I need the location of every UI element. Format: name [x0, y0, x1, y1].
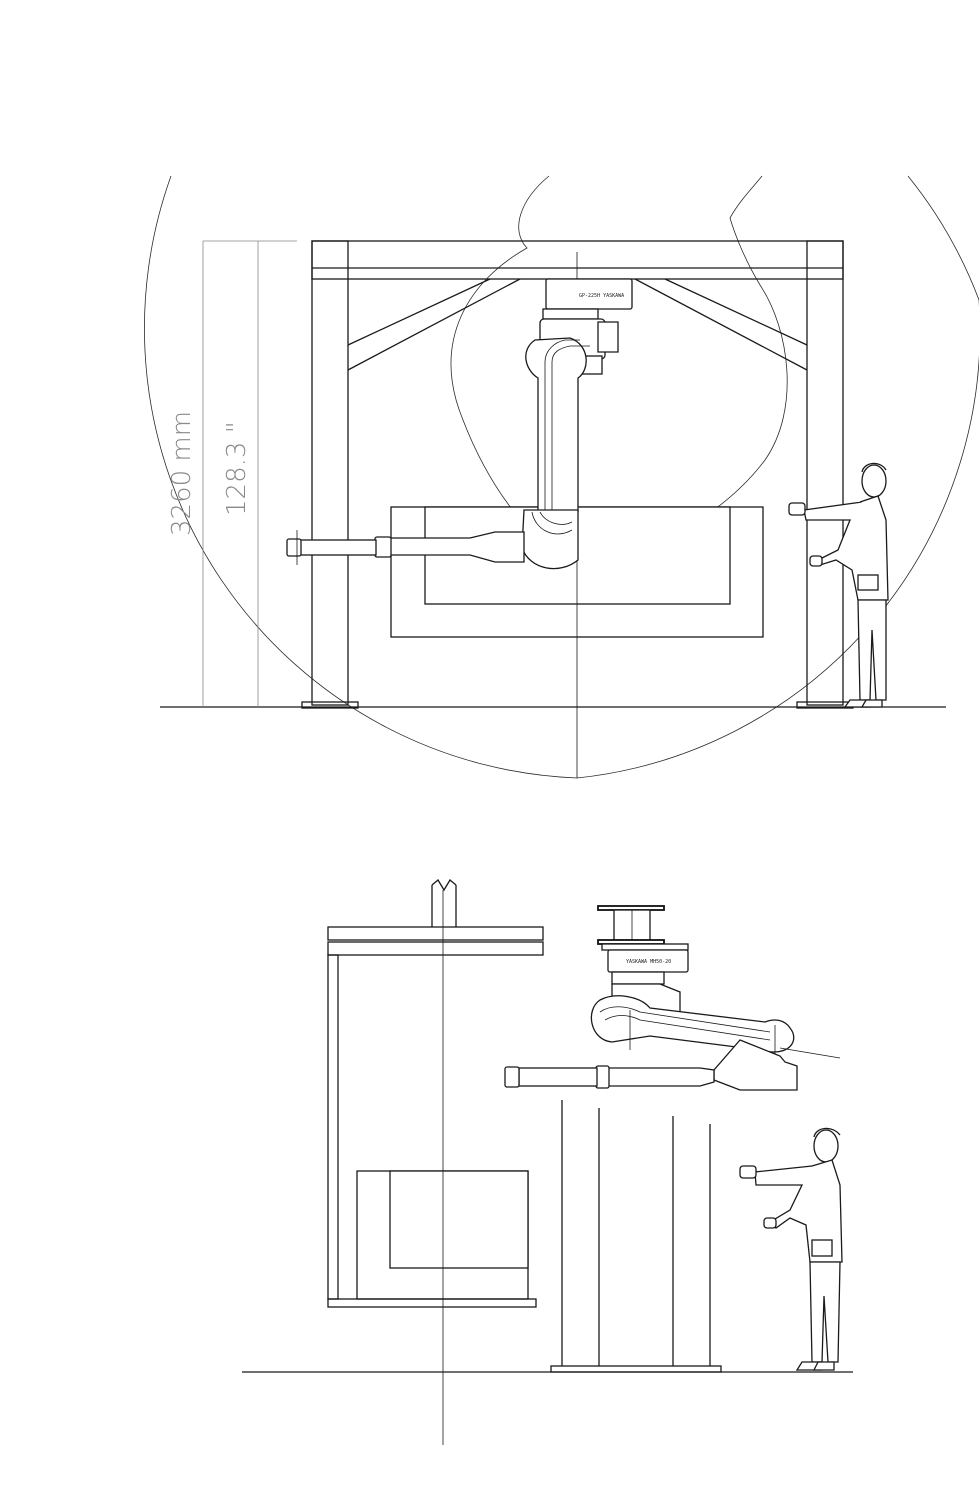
top-elevation-view: 3260 mm 128.3 " GP-225H YASKAWA	[144, 175, 979, 779]
dimension-imperial: 128.3 "	[222, 421, 252, 516]
robot-bottom: YASKAWA MH50-20	[504, 905, 841, 1091]
robot-pedestal	[550, 1100, 722, 1373]
robot-top: GP-225H YASKAWA	[286, 278, 633, 570]
gantry-frame	[301, 240, 854, 709]
robot-model-bottom: YASKAWA MH50-20	[626, 959, 671, 965]
operator-figure-bottom	[739, 1127, 843, 1371]
dimension-metric: 3260 mm	[167, 411, 197, 536]
reach-envelope-outer	[144, 175, 979, 779]
robot-model-top: GP-225H YASKAWA	[579, 293, 624, 299]
tank-bottom	[356, 1170, 529, 1300]
support-column	[431, 879, 457, 927]
operator-figure-top	[788, 462, 889, 708]
bottom-elevation-view: YASKAWA MH50-20	[242, 879, 853, 1445]
reach-envelope-outer-right	[907, 175, 979, 301]
